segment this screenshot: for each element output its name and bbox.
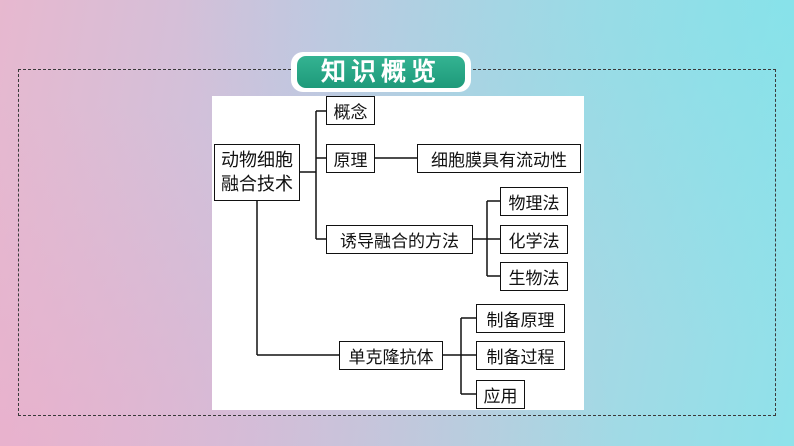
node-application: 应用 bbox=[476, 380, 525, 409]
root-line-2: 融合技术 bbox=[221, 173, 293, 195]
node-physical: 物理法 bbox=[500, 187, 568, 216]
node-principle: 原理 bbox=[326, 144, 375, 173]
node-concept: 概念 bbox=[326, 96, 375, 125]
page-title: 知识概览 bbox=[297, 56, 465, 88]
node-chemical: 化学法 bbox=[500, 225, 568, 254]
node-prep-process: 制备过程 bbox=[476, 341, 565, 370]
node-principle-detail: 细胞膜具有流动性 bbox=[417, 144, 581, 173]
node-monoclonal: 单克隆抗体 bbox=[339, 341, 443, 370]
root-line-1: 动物细胞 bbox=[221, 149, 293, 171]
node-prep-principle: 制备原理 bbox=[476, 304, 565, 333]
node-induce-methods: 诱导融合的方法 bbox=[326, 225, 473, 254]
node-root: 动物细胞 融合技术 bbox=[214, 144, 300, 201]
node-biological: 生物法 bbox=[500, 262, 568, 291]
